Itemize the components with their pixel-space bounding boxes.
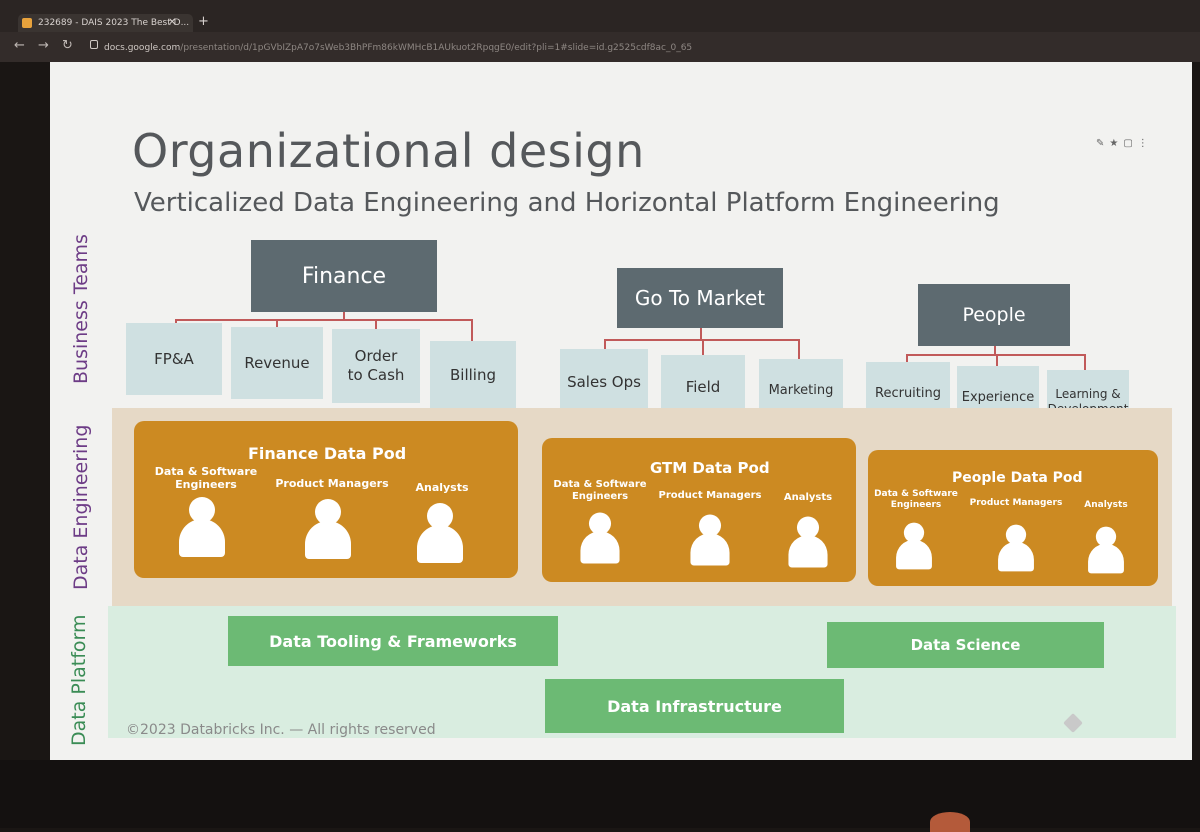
- data-engineering-label: Data Engineering: [70, 424, 92, 590]
- role-product-managers: Product Managers: [275, 477, 389, 490]
- connector: [1084, 354, 1086, 370]
- slide-toolbar-icons: ✎★▢⋮: [1096, 138, 1153, 149]
- data-science-box: Data Science: [827, 622, 1104, 668]
- lock-icon: [90, 40, 98, 49]
- person-icon: [414, 503, 466, 563]
- role-analysts: Analysts: [783, 492, 833, 503]
- data-infrastructure-box: Data Infrastructure: [545, 679, 844, 733]
- person-icon: [996, 524, 1037, 572]
- connector: [471, 319, 473, 341]
- audience-hand: [930, 812, 970, 832]
- finance-sub-order-to-cash: Order to Cash: [332, 329, 420, 403]
- finance-sub-fpa: FP&A: [126, 323, 222, 395]
- role-product-managers: Product Managers: [658, 490, 762, 501]
- person-icon: [302, 499, 354, 559]
- role-analysts: Analysts: [415, 481, 469, 494]
- browser-tab-bar: [0, 0, 1200, 32]
- new-tab-button[interactable]: +: [198, 14, 209, 29]
- browser-tab[interactable]: 232689 - DAIS 2023 The Best D...: [18, 14, 193, 32]
- browser-toolbar: [0, 32, 1200, 62]
- back-icon[interactable]: ←: [14, 38, 25, 53]
- role-product-managers: Product Managers: [969, 498, 1063, 508]
- url-host: docs.google.com: [104, 43, 181, 53]
- person-icon: [1086, 526, 1127, 574]
- data-tooling-box: Data Tooling & Frameworks: [228, 616, 558, 666]
- slide-subtitle: Verticalized Data Engineering and Horizo…: [134, 188, 1000, 218]
- address-bar[interactable]: docs.google.com/presentation/d/1pGVbIZpA…: [88, 38, 1088, 58]
- role-engineers: Data & Software Engineers: [874, 489, 958, 510]
- person-icon: [786, 516, 830, 568]
- role-analysts: Analysts: [1084, 500, 1128, 510]
- screen-bottom-edge: [0, 760, 1200, 828]
- connector: [996, 354, 998, 366]
- person-icon: [688, 514, 732, 566]
- person-icon: [578, 512, 622, 564]
- people-dept-box: People: [918, 284, 1070, 346]
- connector: [375, 319, 377, 329]
- connector: [604, 339, 606, 349]
- business-teams-label: Business Teams: [70, 234, 92, 384]
- forward-icon[interactable]: →: [38, 38, 49, 53]
- connector: [175, 319, 177, 325]
- finance-sub-revenue: Revenue: [231, 327, 323, 399]
- copyright-text: ©2023 Databricks Inc. — All rights reser…: [126, 722, 436, 738]
- role-engineers: Data & Software Engineers: [154, 465, 258, 492]
- connector: [343, 312, 345, 320]
- person-icon: [894, 522, 935, 570]
- gtm-dept-box: Go To Market: [617, 268, 783, 328]
- slide-title: Organizational design: [132, 124, 645, 178]
- connector: [175, 319, 473, 321]
- connector: [702, 339, 704, 355]
- role-engineers: Data & Software Engineers: [553, 479, 647, 502]
- people-pod-title: People Data Pod: [952, 470, 1083, 486]
- data-platform-label: Data Platform: [68, 614, 90, 746]
- connector: [994, 346, 996, 356]
- slides-favicon-icon: [22, 18, 32, 28]
- reload-icon[interactable]: ↻: [62, 38, 73, 53]
- connector: [276, 319, 278, 327]
- finance-dept-box: Finance: [251, 240, 437, 312]
- gtm-pod-title: GTM Data Pod: [650, 459, 770, 477]
- finance-pod-title: Finance Data Pod: [248, 444, 407, 463]
- connector: [906, 354, 908, 364]
- connector: [700, 328, 702, 340]
- person-icon: [176, 497, 228, 557]
- connector: [798, 339, 800, 359]
- gtm-sub-sales-ops: Sales Ops: [560, 349, 648, 415]
- url-path: /presentation/d/1pGVbIZpA7o7sWeb3BhPFm86…: [180, 43, 693, 53]
- close-tab-icon[interactable]: ✕: [168, 17, 177, 28]
- finance-sub-billing: Billing: [430, 341, 516, 409]
